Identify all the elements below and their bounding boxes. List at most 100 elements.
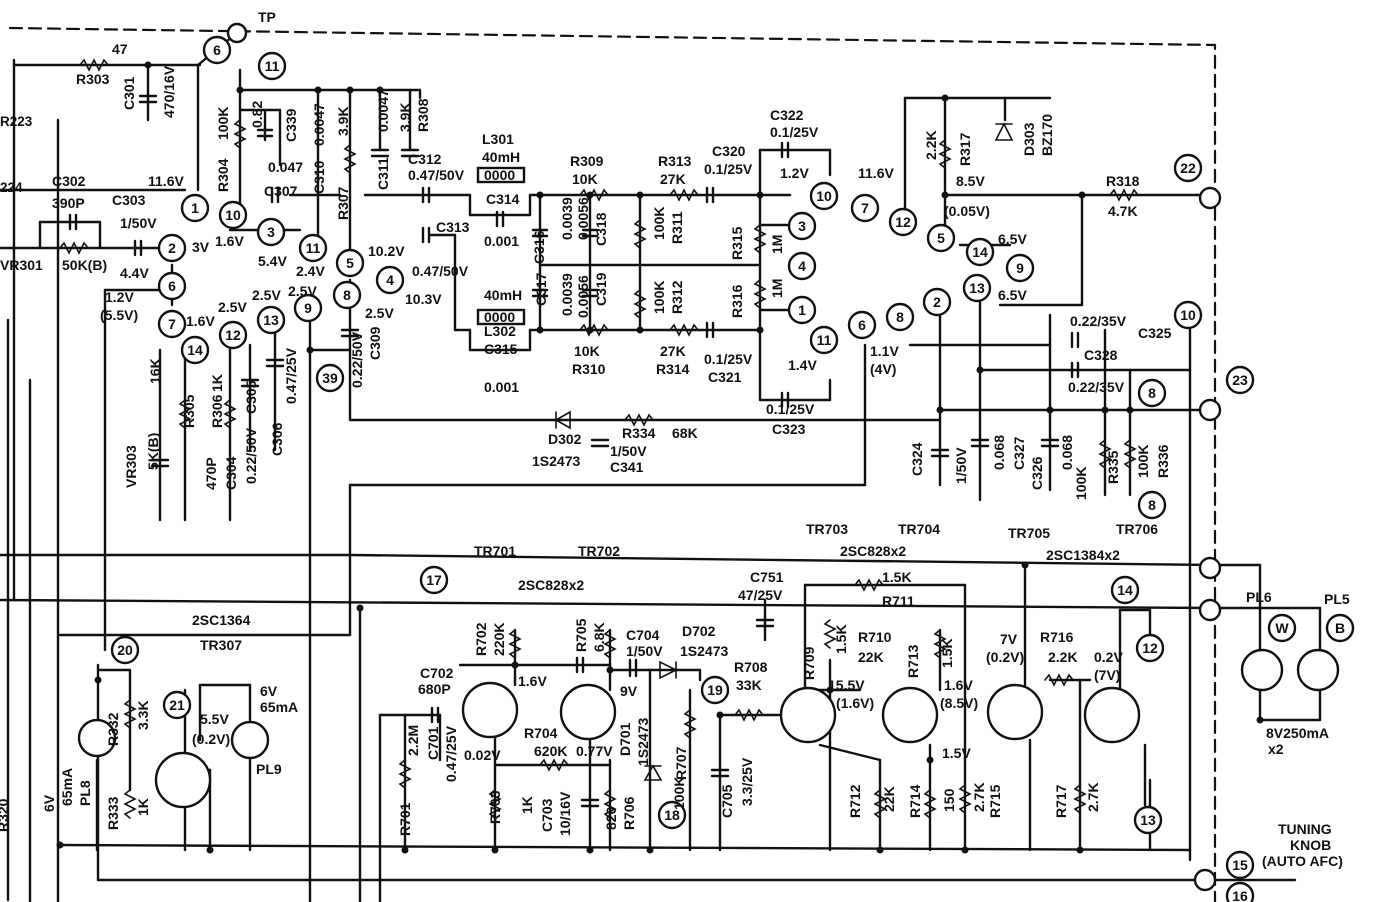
label: R715 (987, 784, 1003, 818)
label: R717 (1053, 784, 1069, 818)
pin-label: 39 (322, 370, 338, 386)
pin-node (157, 271, 187, 301)
label: C304 (223, 456, 239, 490)
label: 3.3/25V (739, 757, 755, 806)
label: R714 (907, 784, 923, 818)
pin-label: 8 (1148, 385, 1156, 401)
label: 16K (147, 358, 163, 384)
label: 1.5K (882, 569, 912, 585)
label: R705 (573, 618, 589, 652)
label: 2.5V (252, 287, 281, 303)
label: 100K (651, 281, 667, 314)
resistor-r703 (488, 789, 502, 819)
pin-node (315, 363, 345, 393)
label: 0.0039 (559, 197, 575, 240)
label: R701 (397, 802, 413, 836)
label: R709 (801, 646, 817, 680)
label: R303 (76, 71, 110, 87)
resistor-r708 (734, 708, 764, 722)
label: C301 (121, 76, 137, 110)
label: 0.0047 (375, 89, 391, 132)
label: 1S2473 (635, 718, 651, 766)
label: L302 (484, 323, 516, 339)
label: 1M (769, 279, 785, 298)
label: C319 (593, 272, 609, 306)
label: 33K (736, 677, 762, 693)
diode-d302 (554, 410, 571, 430)
label: (7V) (1094, 667, 1120, 683)
label: 0.1/25V (704, 351, 753, 367)
label: 0000 (484, 167, 515, 183)
pin-node (1133, 805, 1163, 835)
resistor-r312 (633, 289, 647, 319)
label: (4V) (870, 361, 896, 377)
label: 680P (418, 681, 451, 697)
pin-node (847, 310, 877, 340)
label: R305 (181, 394, 197, 428)
label: 1/50V (610, 443, 647, 459)
pin-node (375, 265, 405, 295)
label: R309 (570, 153, 604, 169)
label: R316 (729, 284, 745, 318)
label: 820 (603, 806, 619, 830)
label: 100K (1135, 445, 1151, 478)
label: C704 (626, 627, 660, 643)
label: 2SC1364 (192, 612, 251, 628)
label: 150 (941, 788, 957, 812)
pin-node (157, 233, 187, 263)
pin-node (218, 200, 248, 230)
resistor-r716 (1044, 673, 1074, 687)
label: (8.5V) (940, 695, 978, 711)
label: 2.4V (296, 263, 325, 279)
resistor-r715 (958, 784, 972, 814)
label: C305 (243, 380, 259, 414)
label: 0.0047 (311, 103, 327, 146)
label: (0.2V) (986, 649, 1024, 665)
label: 0.068 (991, 435, 1007, 470)
diode-d701 (643, 764, 663, 781)
pin-label: 7 (861, 200, 869, 216)
label-tp: TP (258, 9, 276, 25)
label: 0.47/25V (283, 347, 299, 404)
label: D701 (617, 722, 633, 756)
label: 0.1/25V (704, 161, 753, 177)
resistor-r307 (343, 144, 357, 174)
label: 470P (203, 457, 219, 490)
label: 1K (135, 798, 151, 816)
pin-label: 16 (1232, 888, 1248, 902)
label: 5.5V (200, 711, 229, 727)
label: 1.6V (186, 313, 215, 329)
pin-label: B (1335, 620, 1345, 636)
pin-node (157, 309, 187, 339)
label: 40mH (484, 287, 522, 303)
resistor-r717 (1073, 784, 1087, 814)
label: 0.22/35V (1068, 379, 1125, 395)
label: 8.5V (956, 173, 985, 189)
label: R310 (572, 361, 606, 377)
label: 47 (112, 41, 128, 57)
label: C307 (264, 183, 298, 199)
resistor-r713 (933, 629, 947, 659)
label: 1M (769, 235, 785, 254)
pin-node (202, 35, 232, 65)
label: C320 (712, 143, 746, 159)
resistor-r316 (753, 279, 767, 309)
label: PL9 (256, 761, 282, 777)
label: R704 (524, 725, 558, 741)
pin-label: 12 (895, 214, 911, 230)
label: 4.7K (1108, 203, 1138, 219)
pin-label: 14 (972, 244, 988, 260)
label: 5.4V (258, 253, 287, 269)
label: (0.05V) (944, 203, 990, 219)
label: 10K (574, 343, 600, 359)
pin-node (922, 287, 952, 317)
label: 3V (192, 239, 210, 255)
terminal-15 (1193, 868, 1217, 892)
pin-label: 4 (798, 258, 806, 274)
label: R707 (673, 746, 689, 780)
resistor-r702 (508, 629, 522, 659)
label: 10/16V (557, 791, 573, 836)
label: KNOB (1290, 837, 1331, 853)
ic-pins: 6 11 1 10 3 2 11 5 4 6 8 9 7 13 12 14 39… (110, 35, 1355, 902)
label: 0.1/25V (770, 124, 819, 140)
